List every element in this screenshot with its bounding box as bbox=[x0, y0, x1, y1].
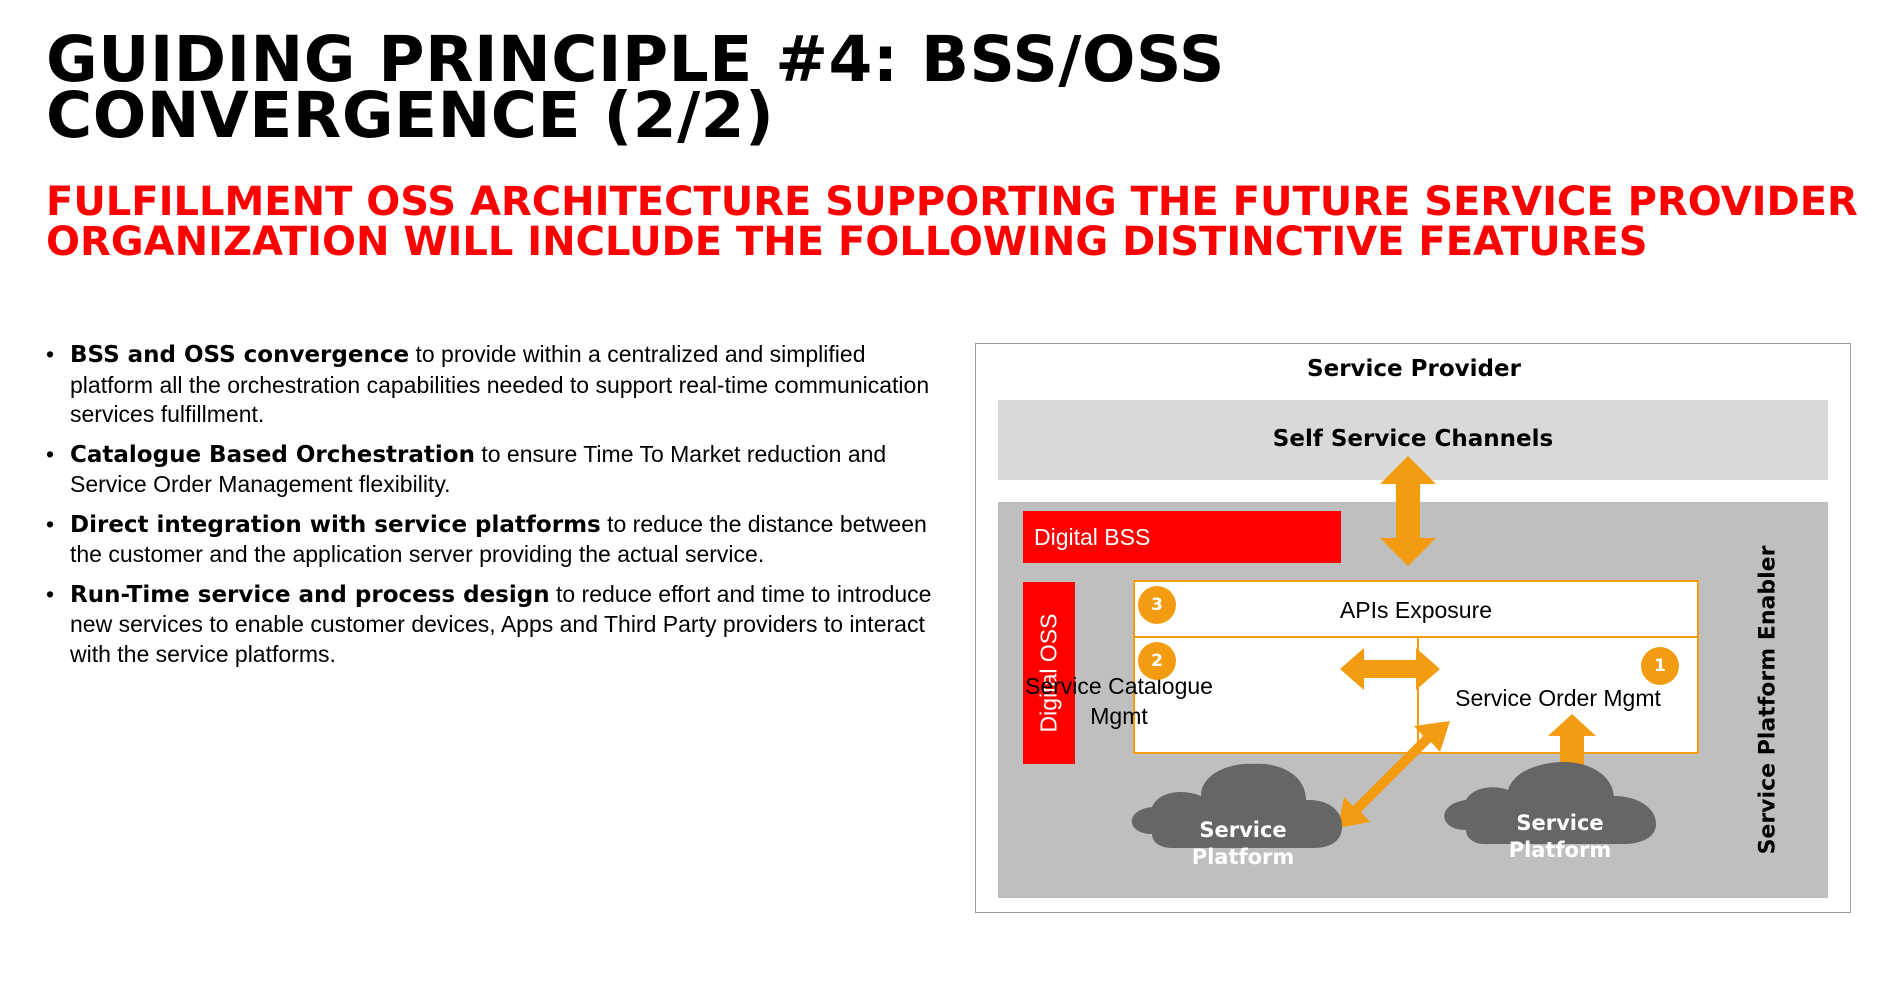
cloud-right bbox=[1444, 762, 1656, 844]
feature-text: to ensure Time To Market reduction and S… bbox=[70, 440, 887, 498]
service-provider-title: Service Provider bbox=[1307, 356, 1521, 382]
service-platform-right-line-2: Platform bbox=[1508, 838, 1612, 862]
bullet-icon: • bbox=[46, 440, 55, 467]
apis-exposure-label: APIs Exposure bbox=[1339, 597, 1493, 623]
arrow-catalogue-order bbox=[1340, 648, 1440, 690]
feature-heading: BSS and OSS convergence bbox=[70, 342, 410, 368]
bullet-icon: • bbox=[46, 510, 55, 537]
digital-bss-label: Digital BSS bbox=[1034, 524, 1151, 550]
feature-heading: Direct integration with service platform… bbox=[70, 511, 601, 538]
list-item: • Catalogue Based Orchestration to ensure… bbox=[44, 440, 944, 500]
service-platform-left-label: Service Platform bbox=[1153, 817, 1333, 871]
service-order-label: Service Order Mgmt bbox=[1455, 685, 1661, 711]
service-catalogue-label-line-2: Mgmt bbox=[1090, 703, 1148, 729]
service-catalogue-label: Service Catalogue Mgmt bbox=[976, 671, 1262, 731]
bullet-icon: • bbox=[46, 341, 55, 367]
feature-text: to reduce the distance between the custo… bbox=[70, 510, 927, 568]
feature-text: to provide within a centralized and simp… bbox=[70, 341, 930, 427]
diagram-graphics bbox=[1131, 456, 1656, 848]
cloud-left bbox=[1131, 763, 1343, 848]
cloud-icon bbox=[1131, 762, 1656, 848]
badge-1: 1 bbox=[1641, 647, 1679, 685]
bullet-icon: • bbox=[46, 580, 55, 607]
feature-text: to reduce effort and time to introduce n… bbox=[70, 580, 932, 667]
list-item: • Direct integration with service platfor… bbox=[44, 510, 944, 570]
page-subtitle-line-1: FULFILLMENT OSS ARCHITECTURE SUPPORTING … bbox=[46, 179, 1858, 225]
service-platform-left-line-2: Platform bbox=[1191, 845, 1295, 869]
service-platform-right-label: Service Platform bbox=[1470, 810, 1650, 864]
apis-exposure-box: APIs Exposure bbox=[1133, 580, 1699, 638]
arrow-channels-apis bbox=[1380, 456, 1436, 566]
arrow-order-left-platform bbox=[1338, 721, 1450, 828]
page-title-line-2: CONVERGENCE (2/2) bbox=[46, 79, 775, 152]
service-platform-enabler-label: Service Platform Enabler bbox=[1755, 545, 1781, 855]
feature-heading: Catalogue Based Orchestration bbox=[70, 441, 475, 468]
page-title: GUIDING PRINCIPLE #4: BSS/OSS CONVERGENC… bbox=[46, 23, 1446, 152]
self-service-channels-label: Self Service Channels bbox=[1272, 426, 1554, 452]
page-subtitle: FULFILLMENT OSS ARCHITECTURE SUPPORTING … bbox=[46, 182, 1896, 262]
digital-oss-box: Digital OSS bbox=[1023, 582, 1075, 764]
list-item: • BSS and OSS convergence to provide with… bbox=[44, 340, 944, 430]
feature-heading: Run-Time service and process design bbox=[70, 581, 550, 608]
service-platform-right-line-1: Service bbox=[1516, 811, 1604, 835]
digital-bss-box: Digital BSS bbox=[1023, 511, 1341, 563]
architecture-diagram: Service Provider Self Service Channels D… bbox=[975, 343, 1851, 913]
badge-2: 2 bbox=[1138, 642, 1176, 680]
page-title-line-1: GUIDING PRINCIPLE #4: BSS/OSS bbox=[46, 23, 1225, 96]
feature-list: • BSS and OSS convergence to provide with… bbox=[44, 340, 944, 679]
service-catalogue-label-line-1: Service Catalogue bbox=[1025, 673, 1213, 699]
list-item: • Run-Time service and process design to … bbox=[44, 580, 944, 670]
badge-3: 3 bbox=[1138, 586, 1176, 624]
page-subtitle-line-2: ORGANIZATION WILL INCLUDE THE FOLLOWING … bbox=[46, 219, 1648, 265]
service-platform-left-line-1: Service bbox=[1199, 818, 1287, 842]
